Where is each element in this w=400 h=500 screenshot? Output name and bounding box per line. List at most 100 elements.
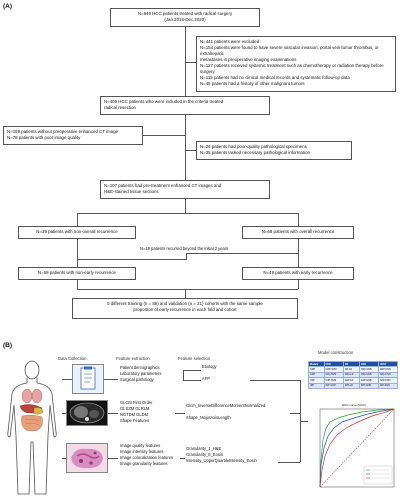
box-excluded-patients: N=441 patients were excluded : N=154 pat… [196, 36, 396, 92]
connector-line [183, 380, 201, 381]
box-pathology-exclusion: N=26 patients had poor-quality pathologi… [196, 141, 352, 160]
box-included-cohort: N=405 HCC patients who were included in … [100, 96, 270, 115]
connector-line [278, 462, 300, 463]
connector-line [185, 289, 186, 298]
panel-b-label: (B) [3, 342, 13, 349]
box-line: N=159 patients without preoperative enha… [7, 129, 119, 134]
box-line: N=127 patients received systemic treatme… [200, 62, 384, 74]
radiomics-selection-list: Glcm_InverseDifferenceMomentNormalized S… [186, 403, 265, 421]
list-item: Surgical pathology [120, 376, 154, 382]
connector-line [62, 413, 66, 414]
pathomics-selection-list: Granularity_1_H&E Granularity_8_Eosin In… [186, 446, 257, 464]
list-item: Etiology [202, 364, 217, 369]
box-line: radical resection [104, 104, 136, 110]
list-item: GLSZM GLRLM [120, 405, 150, 411]
list-item: AFP [202, 375, 210, 381]
box-line: N=107 patients had pre-treatment enhance… [104, 183, 222, 188]
box-line: N=405 HCC patients who were included in … [104, 99, 224, 104]
connector-line [143, 135, 185, 136]
roc-curve-blue [319, 408, 395, 488]
roc-curve-red [319, 408, 395, 488]
list-item: Patient demographics [120, 365, 160, 370]
connector-line [298, 239, 299, 267]
box-line: N=49 patients with early recurrence [263, 270, 333, 275]
connector-line [186, 253, 298, 254]
header-data-collection: Data Collection [58, 356, 87, 361]
connector-line [185, 199, 186, 213]
he-slide-image [66, 443, 108, 473]
connector-line [77, 239, 78, 267]
box-line: N=154 patients were found to have severe… [200, 44, 379, 56]
panel-a-label: (A) [3, 3, 13, 10]
roc-curve-plot: ROC curve (ROC) [319, 403, 395, 488]
radiomics-extraction-list: GLCM First Order GLSZM GLRLM NGTDM GLDM … [120, 400, 153, 424]
model-table-cell: rRP-GNB [358, 382, 379, 389]
box-line: H&E-stained tissue sections [104, 188, 159, 194]
connector-line [62, 458, 66, 459]
connector-line [175, 413, 185, 414]
list-item: Image granularity features [120, 460, 168, 466]
connector-line [104, 379, 118, 380]
list-item: Shape_MajorAxisLength [186, 414, 231, 420]
connector-line [77, 280, 78, 289]
box-line: proportion of early recurrence in each f… [133, 306, 237, 312]
list-item: Image colocalization features [120, 454, 174, 460]
box-non-early-recurrence: N=58 patients with non-early recurrence [18, 267, 136, 280]
clinical-extraction-list: Patient demographics Laboratory paramete… [120, 365, 161, 383]
box-line: N=68 patients with overall recurrence [261, 229, 335, 234]
connector-line [185, 115, 186, 180]
human-body-illustration [7, 360, 57, 495]
box-line: N=45 patients had a history of other mal… [200, 80, 305, 86]
connector-line [186, 253, 187, 259]
connector-line [290, 413, 300, 414]
box-line: N=115 patients had no clinical medical r… [200, 74, 350, 80]
roc-curve-green [319, 408, 395, 488]
connector-line [77, 213, 298, 214]
connector-line [183, 370, 184, 380]
list-item: Shape Features [120, 417, 150, 423]
roc-legend [363, 465, 393, 485]
connector-line [108, 413, 118, 414]
list-item: Laboratory parameters [120, 370, 162, 376]
model-table-cell: rRP-KNN [377, 382, 399, 389]
list-item: NGTDM GLDM [120, 411, 148, 417]
box-ct-exclusion: N=159 patients without preoperative enha… [3, 126, 143, 145]
model-table-cell: rRP [308, 382, 325, 389]
header-feature-selection: Feature selection [178, 356, 211, 361]
box-early-recurrence: N=49 patients with early recurrence [242, 267, 354, 280]
box-line: N=26 patients had poor-quality pathologi… [200, 144, 307, 149]
box-line: N=846 HCC patients treated with radical … [137, 11, 233, 16]
list-item: GLCM First Order [120, 400, 153, 405]
box-line: N=39 patients with non-overall recurrenc… [36, 229, 118, 234]
box-non-overall-recurrence: N=39 patients with non-overall recurrenc… [18, 226, 136, 239]
connector-line [250, 380, 300, 381]
label-text: N=19 patients recurred beyond the initia… [140, 246, 229, 251]
connector-line [185, 150, 196, 151]
box-initial-cohort: N=846 HCC patients treated with radical … [110, 8, 260, 27]
header-feature-extraction: Feature extraction [116, 356, 150, 361]
list-item: Granularity_8_Eosin [186, 451, 224, 457]
connector-line [185, 62, 196, 63]
connector-line [180, 458, 185, 459]
connector-line [300, 421, 308, 422]
box-overall-recurrence: N=68 patients with overall recurrence [242, 226, 354, 239]
clinical-record-icon [72, 364, 104, 394]
connector-line [298, 280, 299, 289]
box-line: 5 different training (n = 86) and valida… [107, 301, 263, 306]
roc-title: ROC curve (ROC) [342, 403, 366, 407]
organs-icon [19, 388, 44, 432]
header-model-construction: Model construction [318, 350, 354, 355]
connector-line [183, 370, 201, 371]
list-item: Granularity_1_H&E [186, 446, 222, 451]
list-item: Image quality features [120, 443, 161, 448]
connector-line [77, 259, 187, 260]
connector-line [298, 213, 299, 226]
model-table-cell: rRP-LR [342, 382, 360, 389]
connector-line [185, 27, 186, 96]
box-line: metastases in preoperative imaging exami… [200, 56, 297, 62]
connector-line [77, 213, 78, 226]
connector-line [108, 458, 118, 459]
